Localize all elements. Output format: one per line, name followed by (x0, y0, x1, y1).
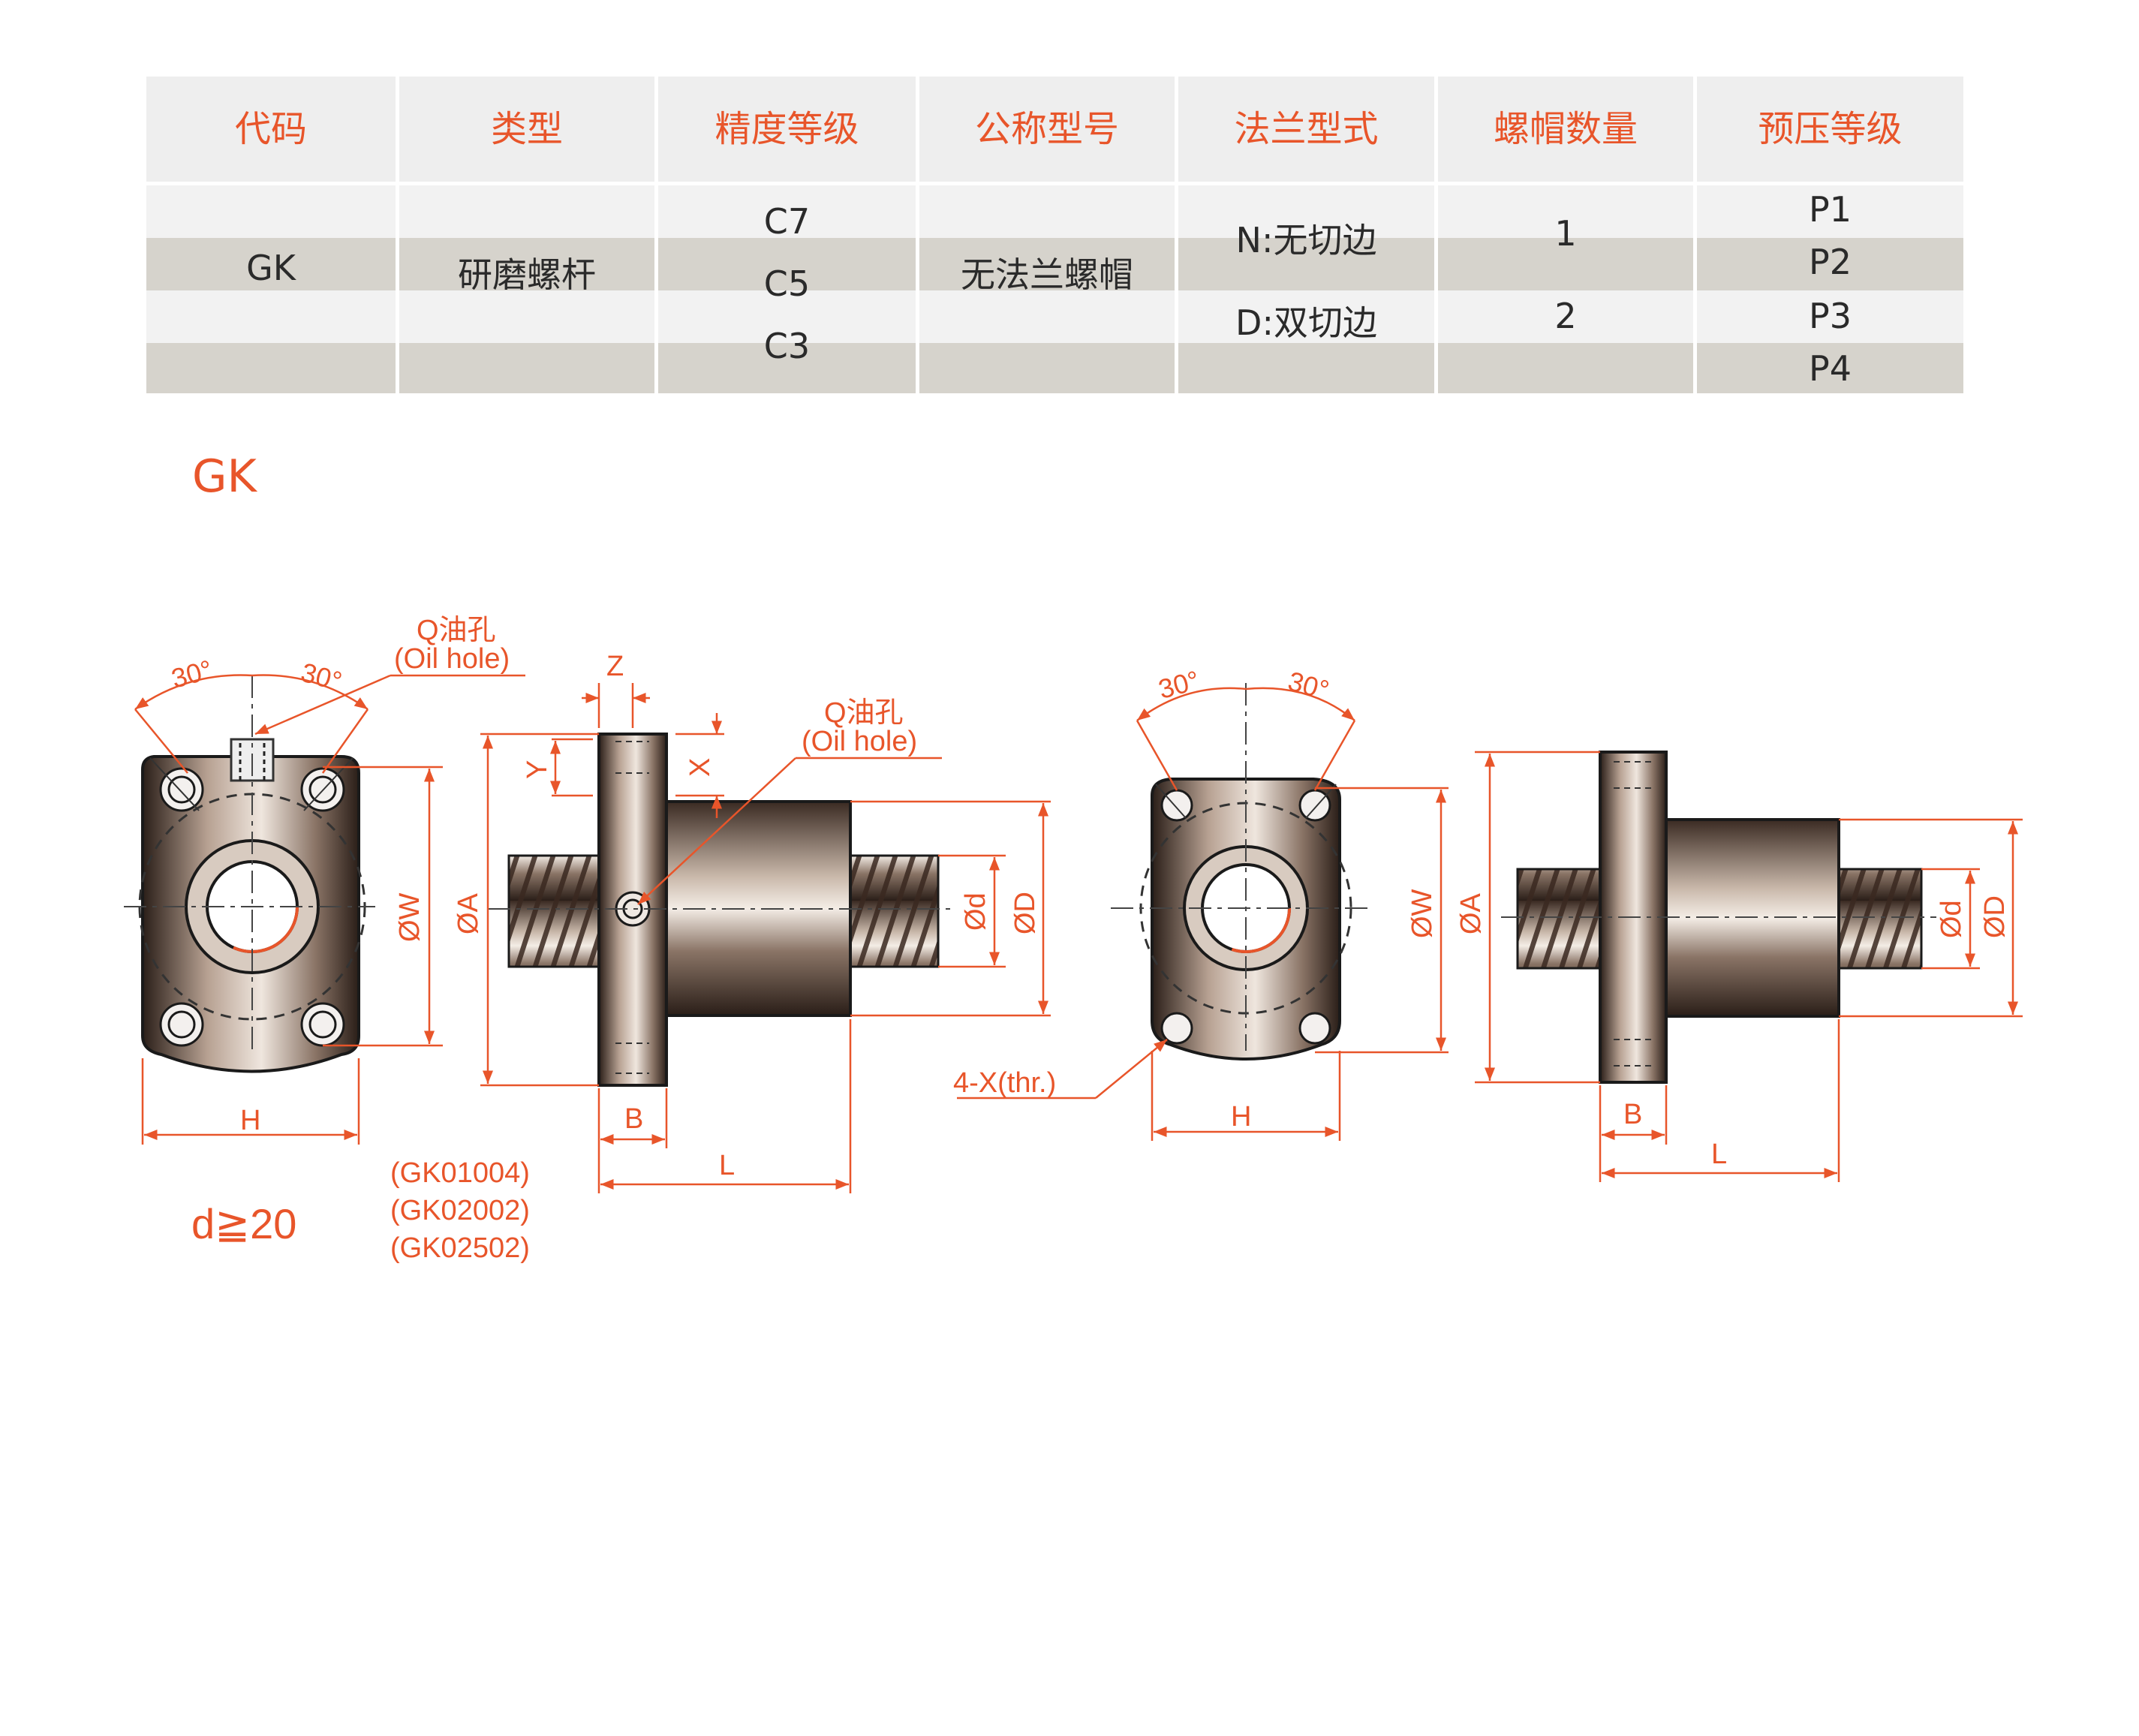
header-nut-count: 螺帽数量 (1493, 108, 1638, 150)
dim-d: Ød (960, 892, 991, 931)
oil-hole-label: Q油孔 (824, 697, 904, 729)
oil-hole-label-en: (Oil hole) (394, 643, 510, 675)
cell-type: 研磨螺杆 (458, 254, 596, 295)
dim-Y: Y (522, 760, 553, 779)
front-view-right (1111, 683, 1373, 1061)
front-view-left (124, 675, 375, 1073)
cell-nut-count: 2 (1554, 296, 1577, 336)
header-preload: 预压等级 (1758, 108, 1903, 150)
cell-accuracy: C7 (763, 201, 811, 242)
model-code: (GK02502) (390, 1232, 530, 1264)
dim-X: X (684, 758, 716, 777)
dim-Z: Z (606, 651, 624, 682)
cell-preload: P1 (1808, 189, 1852, 230)
cell-code: GK (246, 248, 296, 288)
cell-accuracy: C3 (763, 326, 811, 366)
cell-preload: P3 (1808, 296, 1852, 336)
angle-label: 30° (298, 657, 345, 697)
dim-H: H (240, 1105, 260, 1136)
thread-label: 4-X(thr.) (953, 1067, 1056, 1099)
side-view-right (1501, 751, 1936, 1084)
table-band (146, 238, 1963, 290)
cell-preload: P2 (1808, 242, 1852, 282)
cell-model: 无法兰螺帽 (961, 254, 1133, 295)
table-band (146, 343, 1963, 393)
table-band (146, 290, 1963, 343)
dim-D: ØD (1009, 892, 1041, 934)
table-band (146, 185, 1963, 238)
cell-preload: P4 (1808, 348, 1852, 389)
dim-L: L (1711, 1139, 1727, 1170)
header-code: 代码 (234, 108, 307, 150)
technical-drawing: 30° 30° Q油孔 (Oil hole) ØW H (124, 615, 2023, 1264)
oil-hole-label: Q油孔 (417, 615, 496, 646)
angle-dim-left (134, 674, 369, 774)
side-view-left (488, 733, 953, 1087)
dim-B: B (624, 1103, 643, 1135)
angle-label: 30° (168, 654, 215, 694)
cell-nut-count: 1 (1554, 213, 1577, 254)
dim-D: ØD (1979, 895, 2011, 938)
angle-label: 30° (1285, 665, 1332, 706)
dim-d: Ød (1936, 900, 1967, 938)
dim-A: ØA (453, 892, 484, 934)
dim-H: H (1231, 1101, 1251, 1133)
oil-hole-label-en: (Oil hole) (802, 726, 917, 757)
dim-W: ØW (1406, 889, 1438, 938)
dim-L: L (719, 1150, 735, 1181)
model-code: (GK01004) (390, 1157, 530, 1189)
header-type: 类型 (490, 108, 563, 150)
dim-A: ØA (1455, 892, 1487, 934)
cell-flange: N:无切边 (1235, 220, 1377, 260)
cell-flange: D:双切边 (1235, 302, 1377, 343)
header-accuracy: 精度等级 (715, 108, 859, 150)
angle-label: 30° (1155, 664, 1202, 705)
header-model: 公称型号 (974, 108, 1119, 150)
dim-W: ØW (394, 892, 426, 942)
section-title: GK (192, 450, 257, 503)
dim-B: B (1623, 1099, 1642, 1130)
spec-table: 代码 类型 精度等级 公称型号 法兰型式 螺帽数量 预压等级 GK 研磨螺杆 C… (146, 77, 1963, 393)
header-flange: 法兰型式 (1234, 108, 1379, 150)
cell-accuracy: C5 (763, 263, 811, 304)
condition-label: d≧20 (191, 1200, 296, 1247)
model-code: (GK02002) (390, 1195, 530, 1226)
